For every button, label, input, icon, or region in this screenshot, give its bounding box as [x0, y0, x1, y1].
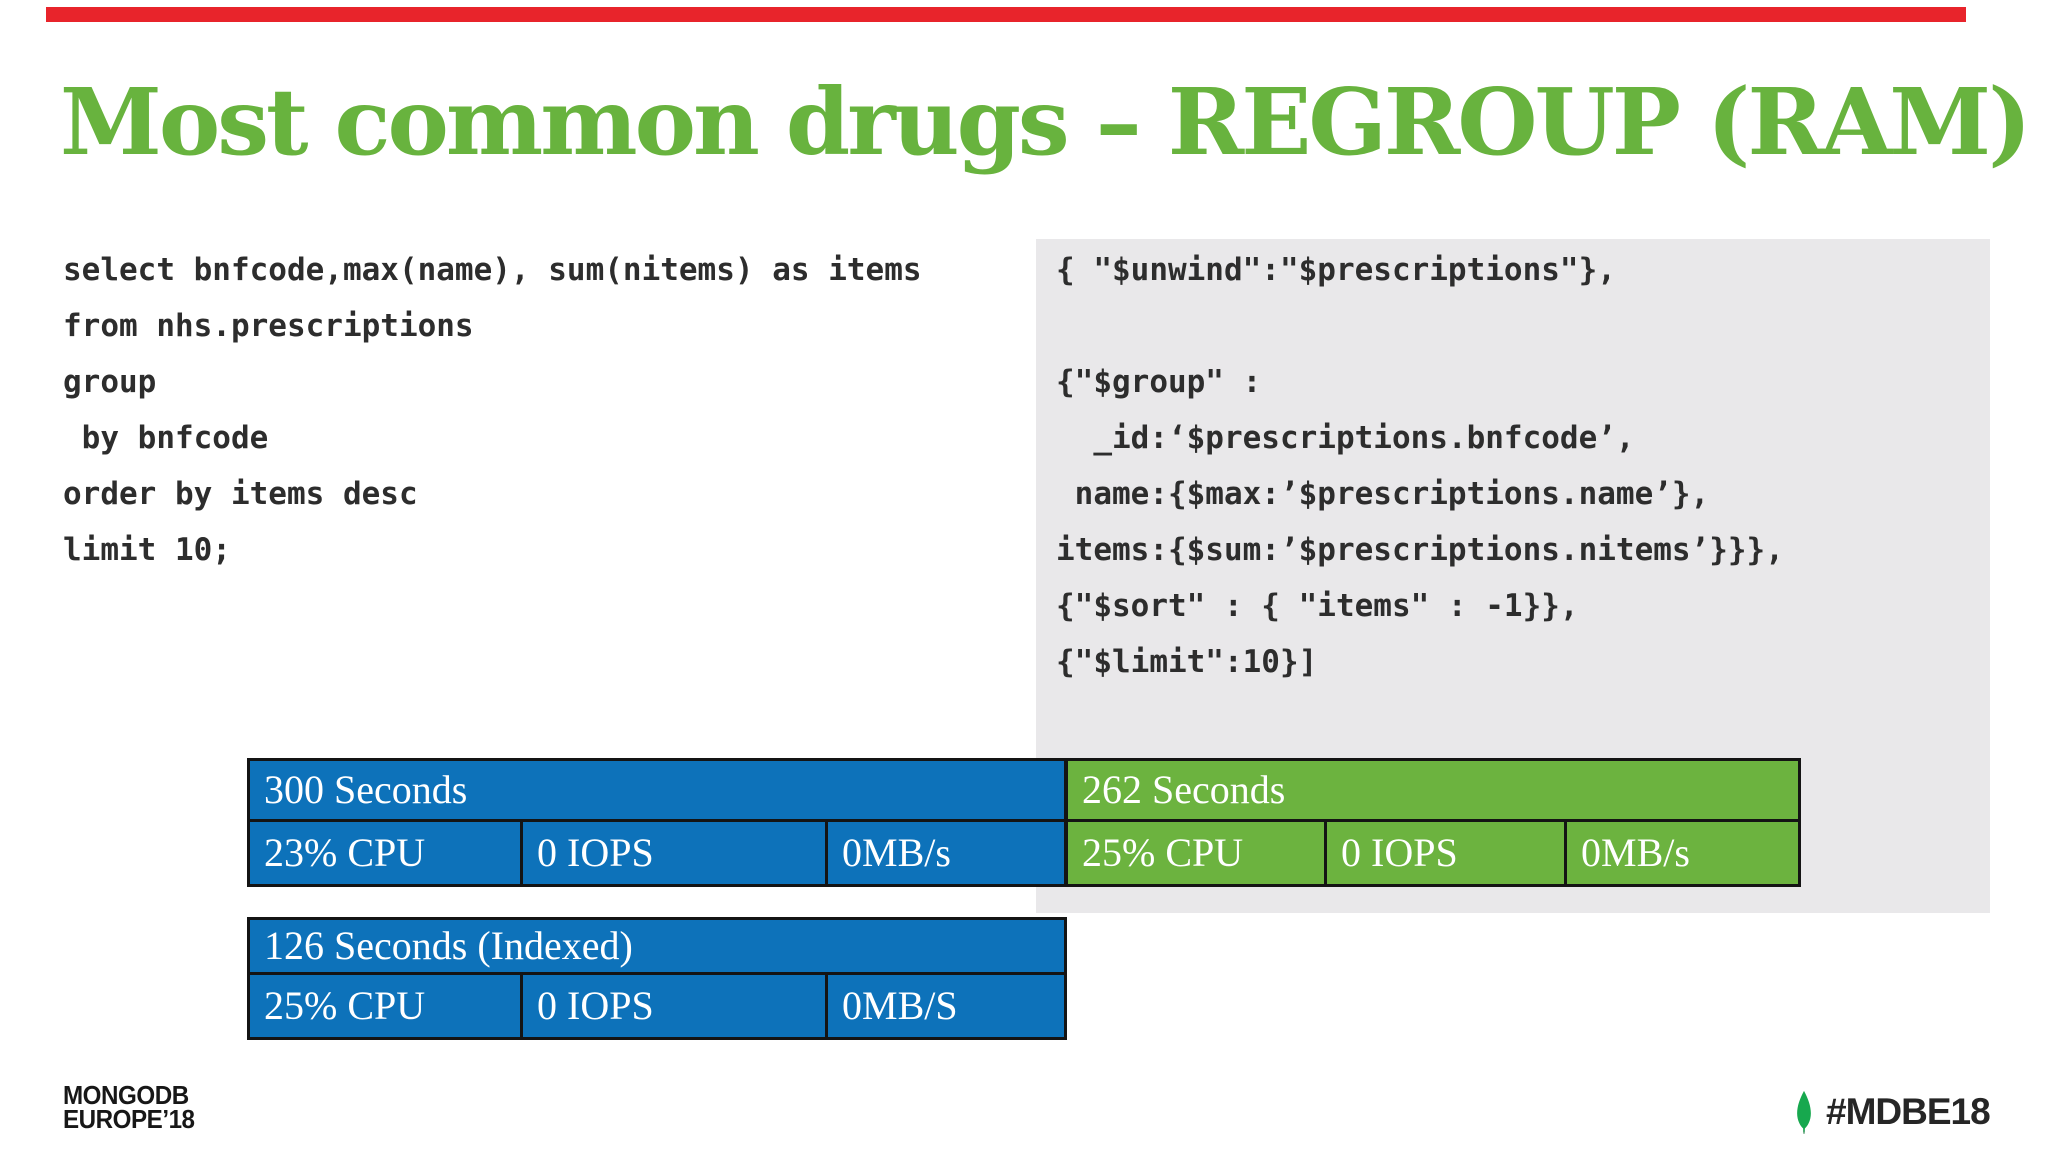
hashtag-footer: #MDBE18: [1793, 1088, 1991, 1136]
page-title: Most common drugs – REGROUP (RAM): [60, 68, 2032, 176]
sql-code-line: order by items desc: [63, 476, 418, 512]
hashtag-text: #MDBE18: [1826, 1091, 1991, 1132]
metrics-row: 23% CPU 0 IOPS 0MB/s: [250, 822, 1064, 884]
throughput-metric-cell: 0MB/s: [828, 822, 1064, 884]
sql-code-line: group: [63, 364, 157, 400]
mongo-code-line: items:{$sum:’$prescriptions.nitems’}}},: [1056, 532, 1784, 568]
duration-header: 300 Seconds: [250, 761, 1064, 822]
sql-code-line: limit 10;: [63, 532, 231, 568]
sql-code-line: select bnfcode,max(name), sum(nitems) as…: [63, 252, 922, 288]
sql-code-block: select bnfcode,max(name), sum(nitems) as…: [63, 242, 922, 578]
mongo-code-block: { "$unwind":"$prescriptions"}, {"$group"…: [1036, 239, 1990, 690]
metrics-row: 25% CPU 0 IOPS 0MB/S: [250, 975, 1064, 1037]
brand-line-1: MONGODB: [63, 1080, 189, 1110]
mongodb-europe-logo: MONGODB EUROPE’18: [63, 1080, 195, 1134]
mongo-code-line: name:{$max:’$prescriptions.name’},: [1056, 476, 1710, 512]
cpu-metric-cell: 25% CPU: [1068, 822, 1327, 884]
mongo-code-line: { "$unwind":"$prescriptions"},: [1056, 252, 1616, 288]
mongo-code-line: {"$group" :: [1056, 364, 1262, 400]
duration-header: 262 Seconds: [1068, 761, 1798, 822]
cpu-metric-cell: 25% CPU: [250, 975, 523, 1037]
iops-metric-cell: 0 IOPS: [1327, 822, 1567, 884]
iops-metric-cell: 0 IOPS: [523, 822, 828, 884]
brand-line-2: EUROPE’18: [63, 1104, 195, 1134]
mongodb-leaf-icon: [1797, 1090, 1811, 1134]
metrics-row: 25% CPU 0 IOPS 0MB/s: [1068, 822, 1798, 884]
sql-code-line: by bnfcode: [63, 420, 269, 456]
cpu-metric-cell: 23% CPU: [250, 822, 523, 884]
benchmark-table-mongodb: 262 Seconds 25% CPU 0 IOPS 0MB/s: [1065, 758, 1801, 887]
benchmark-table-postgres: 300 Seconds 23% CPU 0 IOPS 0MB/s: [247, 758, 1067, 887]
duration-header: 126 Seconds (Indexed): [250, 920, 1064, 975]
mongo-code-line: {"$sort" : { "items" : -1}},: [1056, 588, 1579, 624]
mongo-code-line: [1056, 298, 1990, 354]
benchmark-table-postgres-indexed: 126 Seconds (Indexed) 25% CPU 0 IOPS 0MB…: [247, 917, 1067, 1040]
top-accent-bar: [46, 7, 1966, 22]
mongo-code-line: _id:‘$prescriptions.bnfcode’,: [1056, 420, 1635, 456]
iops-metric-cell: 0 IOPS: [523, 975, 828, 1037]
throughput-metric-cell: 0MB/s: [1567, 822, 1798, 884]
mongo-code-line: {"$limit":10}]: [1056, 644, 1318, 680]
throughput-metric-cell: 0MB/S: [828, 975, 1064, 1037]
sql-code-line: from nhs.prescriptions: [63, 308, 474, 344]
